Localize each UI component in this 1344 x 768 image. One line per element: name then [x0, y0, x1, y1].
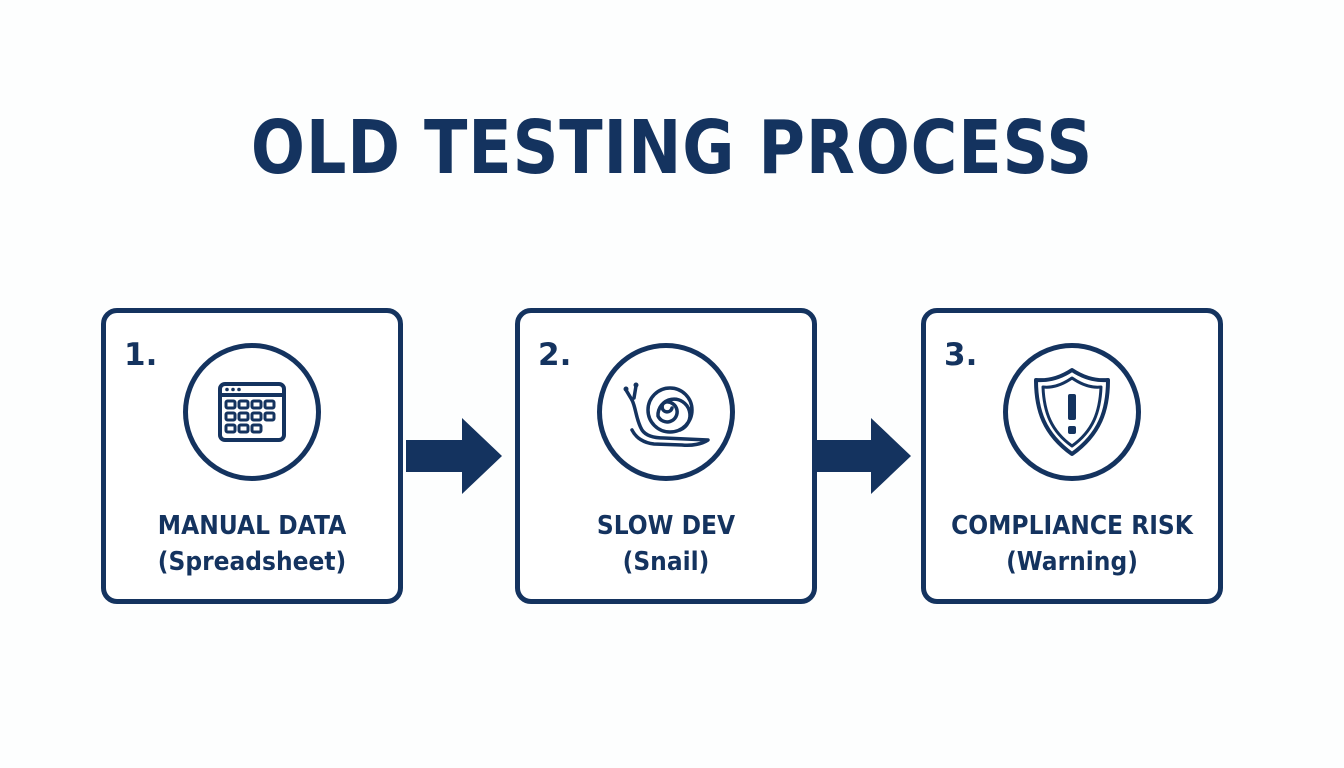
- arrow-right-icon: [406, 418, 502, 494]
- icon-circle: [183, 343, 321, 481]
- arrow-right-icon: [815, 418, 911, 494]
- step-number: 1.: [124, 337, 158, 373]
- step-label: COMPLIANCE RISK: [951, 511, 1193, 541]
- step-sublabel: (Snail): [622, 547, 710, 577]
- icon-circle: [597, 343, 735, 481]
- diagram-title: OLD TESTING PROCESS: [250, 105, 1094, 191]
- step-label: SLOW DEV: [596, 511, 736, 541]
- spreadsheet-icon: [218, 382, 286, 442]
- step-sublabel: (Warning): [1006, 547, 1138, 577]
- step-box-compliance-risk: 3. COMPLIANCE RISK (Warning): [921, 308, 1223, 604]
- step-number: 2.: [538, 337, 572, 373]
- step-sublabel: (Spreadsheet): [157, 547, 347, 577]
- step-number: 3.: [944, 337, 978, 373]
- icon-circle: [1003, 343, 1141, 481]
- step-box-slow-dev: 2. SLOW DEV (Snail): [515, 308, 817, 604]
- step-box-manual-data: 1.: [101, 308, 403, 604]
- warning-shield-icon: [1034, 368, 1110, 456]
- step-label: MANUAL DATA: [157, 511, 347, 541]
- snail-icon: [623, 382, 710, 447]
